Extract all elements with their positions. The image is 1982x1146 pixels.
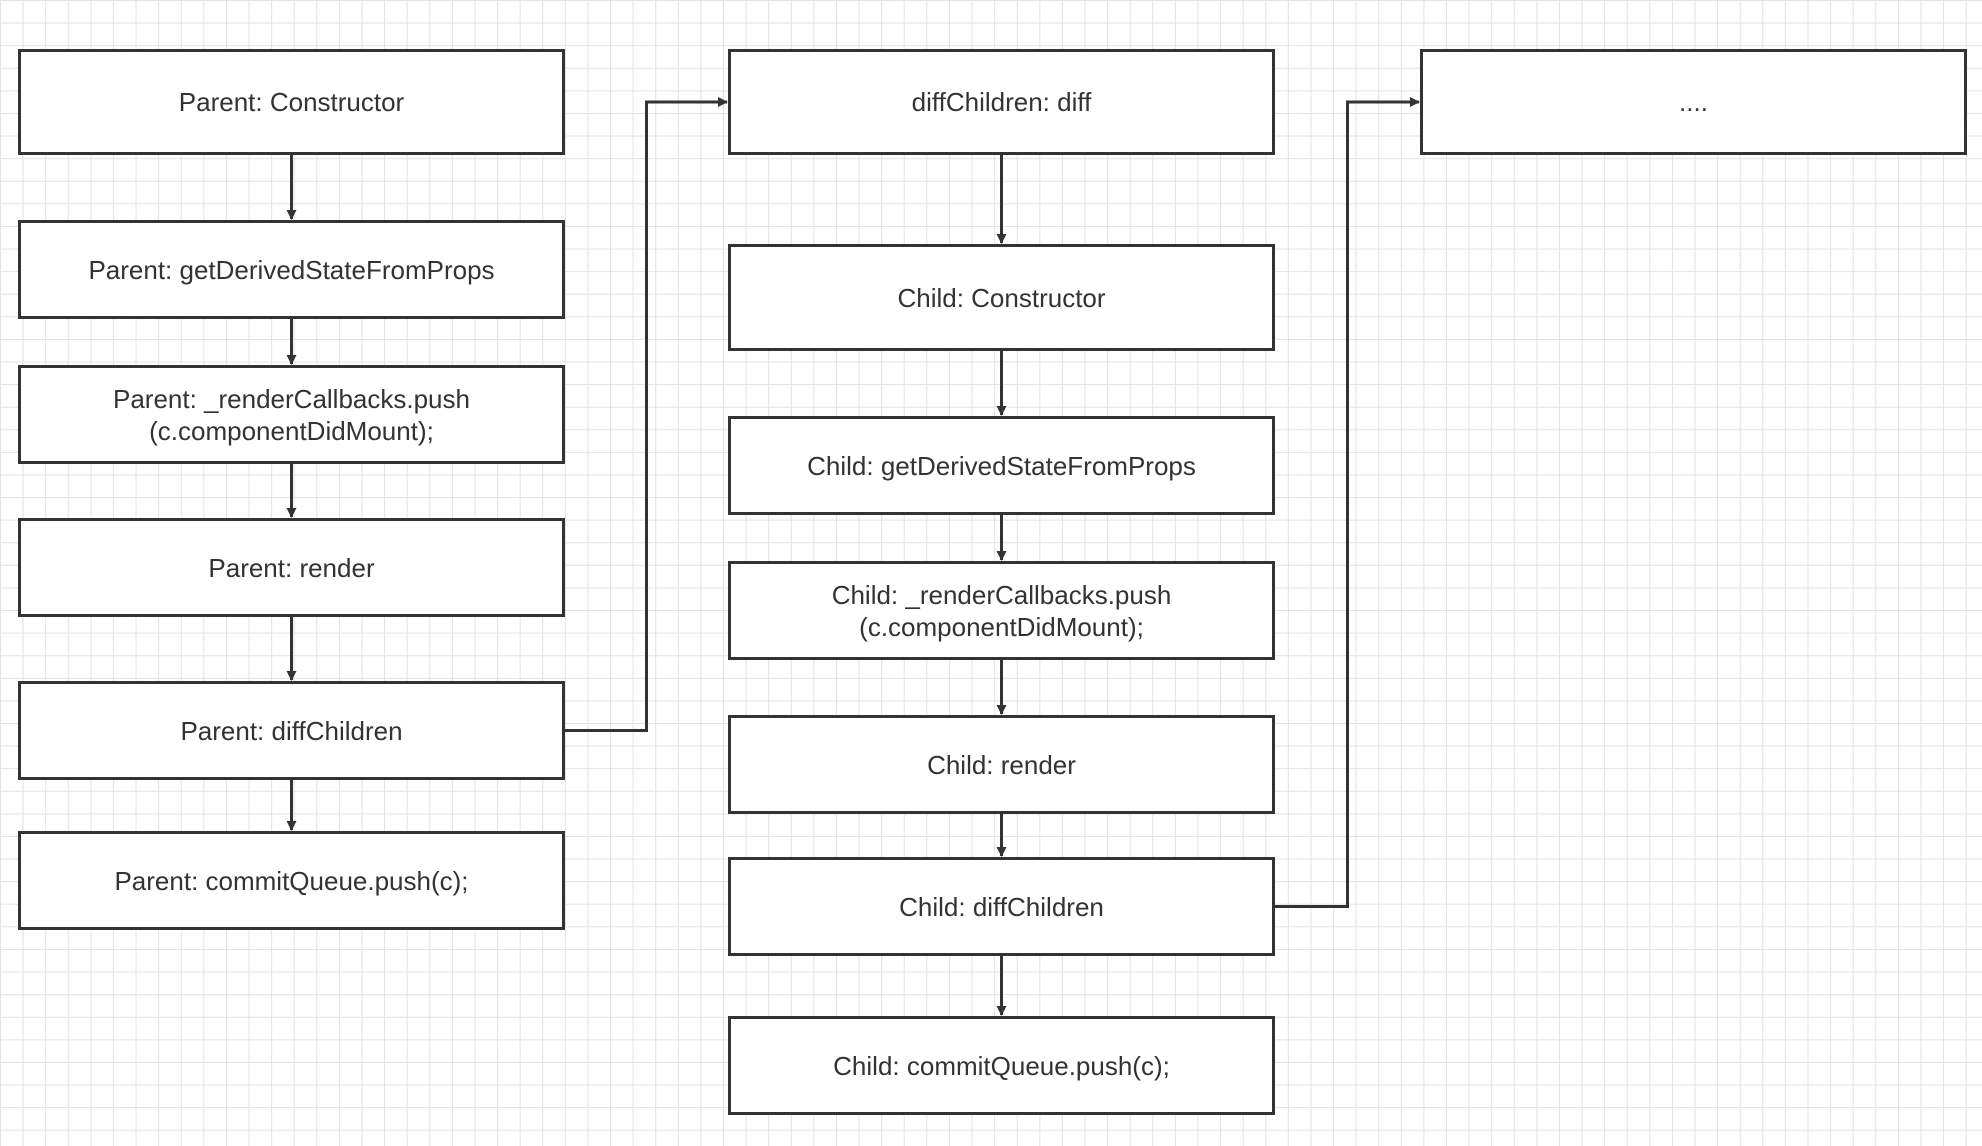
parent-diff-children-node: Parent: diffChildren <box>18 681 565 780</box>
child-get-derived-state-node: Child: getDerivedStateFromProps <box>728 416 1275 515</box>
child-render-node: Child: render <box>728 715 1275 814</box>
diff-children-diff-node: diffChildren: diff <box>728 49 1275 155</box>
parent-render-node: Parent: render <box>18 518 565 617</box>
child-constructor-node: Child: Constructor <box>728 244 1275 351</box>
next-level-ellipsis-node: .... <box>1420 49 1967 155</box>
arrow-c5-to-n0 <box>1275 97 1420 908</box>
child-diff-children-node: Child: diffChildren <box>728 857 1275 956</box>
parent-constructor-node: Parent: Constructor <box>18 49 565 155</box>
parent-commit-queue-node: Parent: commitQueue.push(c); <box>18 831 565 930</box>
child-commit-queue-node: Child: commitQueue.push(c); <box>728 1016 1275 1115</box>
child-render-callbacks-node: Child: _renderCallbacks.push (c.componen… <box>728 561 1275 660</box>
parent-get-derived-state-node: Parent: getDerivedStateFromProps <box>18 220 565 319</box>
parent-render-callbacks-node: Parent: _renderCallbacks.push (c.compone… <box>18 365 565 464</box>
arrow-p5-to-c0 <box>565 97 728 732</box>
